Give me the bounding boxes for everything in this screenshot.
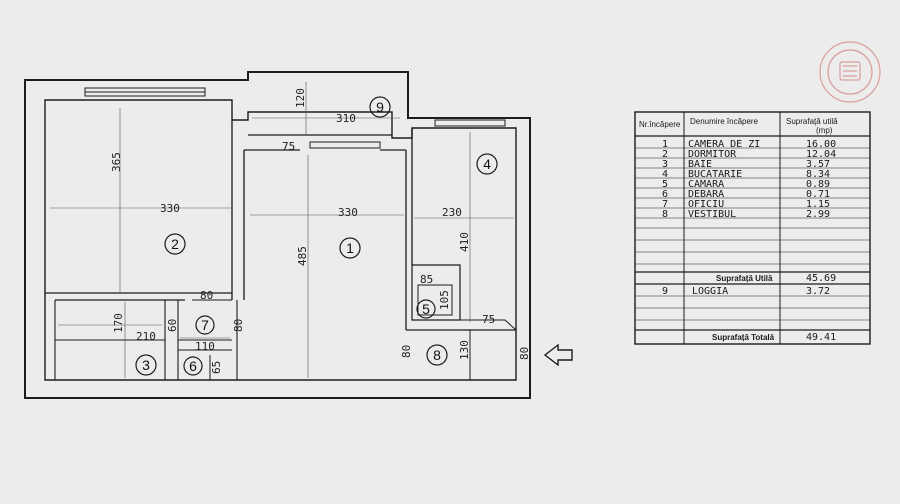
table-row-name: OFICIU (688, 199, 724, 210)
table-row-area: 12.04 (806, 149, 836, 160)
dim-pantry-height: 105 (438, 290, 451, 310)
dim-wc-width: 60 (166, 319, 179, 332)
dim-loggia-width: 310 (336, 112, 356, 125)
useful-area-value: 45.69 (806, 273, 836, 284)
dim-bath-height: 170 (112, 313, 125, 333)
table-header-denumire: Denumire încăpere (690, 117, 759, 126)
table-row-area: 8.34 (806, 169, 830, 180)
room-4-label: 4 (483, 156, 491, 172)
room-2-label: 2 (171, 236, 179, 252)
useful-area-label: Suprafață Utilă (716, 274, 773, 283)
table-row-name: CAMERA DE ZI (688, 139, 760, 150)
dim-pantry-gap: 75 (482, 313, 495, 326)
table-row-area: 1.15 (806, 199, 830, 210)
table-row-area: 3.57 (806, 159, 830, 170)
table-row-area: 0.89 (806, 179, 830, 190)
table-row-nr: 3 (662, 159, 668, 170)
total-area-label: Suprafață Totală (712, 333, 775, 342)
entrance-arrow-icon (543, 343, 573, 367)
dim-hall-gap: 75 (282, 140, 295, 153)
table-row-nr: 7 (662, 199, 668, 210)
area-table (634, 111, 871, 345)
table-header-suprafata: Suprafață utilă (786, 117, 838, 126)
dim-vestibul-w1: 80 (400, 345, 413, 358)
room-6-label: 6 (189, 358, 197, 374)
table-row-name: DEBARA (688, 189, 724, 200)
table-row-area: 2.99 (806, 209, 830, 220)
dim-closet-width: 110 (195, 340, 215, 353)
dim-loggia-depth: 120 (294, 88, 307, 108)
table-row-nr: 5 (662, 179, 668, 190)
table-row-area: 16.00 (806, 139, 836, 150)
table-row-name: DORMITOR (688, 149, 737, 160)
dim-room1-height: 485 (296, 246, 309, 266)
table-row-area: 0.71 (806, 189, 830, 200)
dim-vestibul-w2: 80 (518, 347, 531, 360)
table-row-nr: 4 (662, 169, 668, 180)
table-row-nr: 2 (662, 149, 668, 160)
table-rows: 1 CAMERA DE ZI 16.00 2 DORMITOR 12.04 3 … (662, 139, 836, 220)
table-row-nr: 1 (662, 139, 668, 150)
room-markers (135, 96, 498, 376)
total-area-value: 49.41 (806, 332, 836, 343)
table-row-name: BAIE (688, 159, 712, 170)
dim-room2-height: 365 (110, 152, 123, 172)
table-row-name: BUCATARIE (688, 169, 742, 180)
dim-bath-width: 210 (136, 330, 156, 343)
guide-lines (50, 82, 514, 378)
room-5-label: 5 (422, 301, 430, 317)
room-3-label: 3 (142, 357, 150, 373)
dim-hall-b-width: 80 (200, 289, 213, 302)
dim-closet-depth: 65 (210, 361, 223, 374)
room-9-label: 9 (376, 99, 384, 115)
loggia-row-nr: 9 (662, 286, 668, 297)
walls (24, 71, 531, 399)
dim-room2-width: 330 (160, 202, 180, 215)
table-header-unit: (mp) (816, 126, 833, 135)
windows (84, 87, 506, 149)
room-7-label: 7 (201, 317, 209, 333)
dim-vestibul-height: 130 (458, 340, 471, 360)
dim-room1-width: 330 (338, 206, 358, 219)
dim-kitchen-width: 230 (442, 206, 462, 219)
table-row-name: VESTIBUL (688, 209, 736, 220)
room-1-label: 1 (346, 240, 354, 256)
dimension-labels: 120 310 75 365 330 330 485 230 410 85 10… (110, 88, 531, 374)
table-row-name: CAMARA (688, 179, 724, 190)
official-stamp (819, 41, 881, 103)
table-row-nr: 6 (662, 189, 668, 200)
dim-pantry-width: 85 (420, 273, 433, 286)
room-8-label: 8 (433, 347, 441, 363)
loggia-row-name: LOGGIA (692, 286, 728, 297)
table-header-nr: Nr.încăpere (639, 120, 681, 129)
dim-hall-c-width: 80 (232, 319, 245, 332)
dim-kitchen-height: 410 (458, 232, 471, 252)
room-numbers: 1 2 3 4 5 6 7 8 9 (142, 99, 491, 374)
loggia-row-area: 3.72 (806, 286, 830, 297)
table-row-nr: 8 (662, 209, 668, 220)
